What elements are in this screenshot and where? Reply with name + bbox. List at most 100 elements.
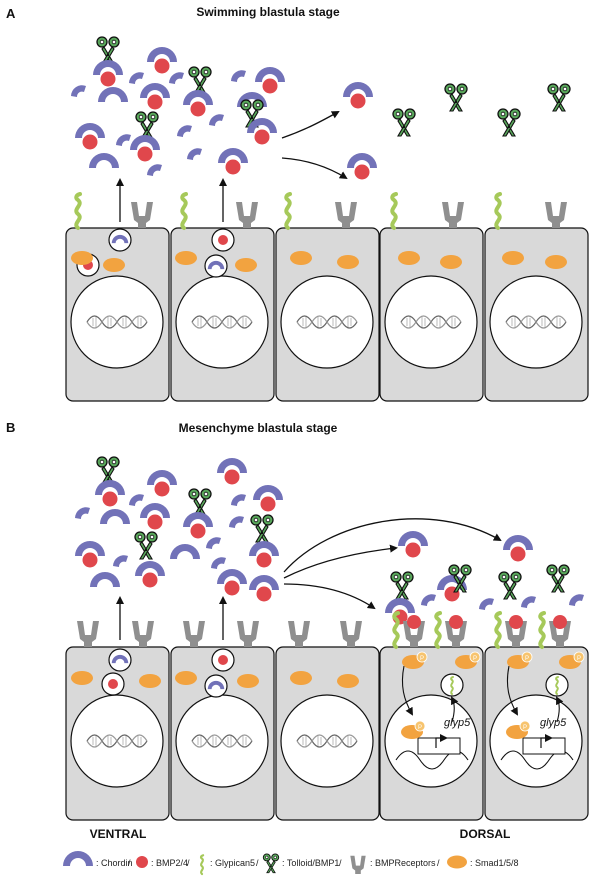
svg-text:/: /	[187, 858, 190, 868]
smad-icon	[71, 671, 93, 685]
svg-text:P: P	[577, 656, 581, 662]
chordin-fragment	[231, 494, 246, 506]
chordin-fragment	[169, 72, 184, 84]
chordin-bmp-complex	[75, 541, 105, 568]
panel-a: A Swimming blastula stage	[6, 5, 589, 402]
dorsal-nucleus-gene: P glyp5	[500, 717, 574, 770]
chordin-fragment	[129, 494, 144, 506]
smad-icon	[502, 251, 524, 265]
svg-text:P: P	[418, 725, 422, 731]
tolloid-icon	[188, 488, 212, 517]
smad-icon	[290, 671, 312, 685]
chordin-icon	[98, 87, 128, 102]
receptor-icon	[340, 621, 362, 647]
panel-a-title: Swimming blastula stage	[196, 5, 340, 19]
chordin-bmp-complex	[253, 485, 283, 512]
smad-icon	[103, 258, 125, 272]
vesicle	[108, 648, 132, 672]
legend: : Chordin / : BMP2/4 / : Glypican5 / : T…	[63, 851, 519, 876]
diffusion-arrow	[283, 518, 502, 573]
tolloid-icon	[96, 36, 120, 65]
tolloid-icon	[547, 83, 571, 112]
panel-a-cells	[65, 227, 589, 402]
receptor-icon	[350, 855, 366, 874]
smad-icon	[440, 255, 462, 269]
svg-text:/: /	[339, 858, 342, 868]
chordin-bmp-complex	[183, 512, 213, 539]
chordin-icon	[63, 851, 93, 866]
phospho-badge	[519, 720, 531, 732]
smad-icon	[237, 674, 259, 688]
signaling-arrow	[451, 696, 459, 723]
glypican-icon	[494, 611, 502, 649]
chordin-bmp-complex	[217, 569, 247, 596]
chordin-bmp-complex	[93, 60, 123, 87]
tolloid-icon	[188, 66, 212, 95]
smad-icon	[398, 251, 420, 265]
chordin-bmp-complex	[130, 135, 160, 162]
glypican-icon	[74, 192, 82, 230]
smad-icon	[337, 255, 359, 269]
phospho-badge	[469, 651, 481, 663]
diffusion-arrow	[281, 111, 340, 139]
chordin-bmp-complex	[217, 458, 247, 485]
panel-a-letter: A	[6, 6, 16, 21]
glypican-icon	[434, 611, 442, 649]
chordin-bmp-complex	[183, 90, 213, 117]
panel-a-ventral-cloud	[71, 36, 285, 176]
svg-text:/: /	[128, 858, 131, 868]
glypican-icon	[199, 854, 205, 876]
chordin-fragment	[71, 85, 86, 97]
receptor-icon	[335, 202, 357, 228]
receptor-icon	[442, 202, 464, 228]
chordin-bmp-complex	[255, 67, 285, 94]
smad-icon	[337, 674, 359, 688]
receptor-icon	[183, 621, 205, 647]
chordin-fragment	[421, 594, 436, 606]
receptor-icon	[237, 621, 259, 647]
bmp-icon	[553, 615, 567, 629]
tolloid-icon	[498, 571, 522, 600]
chordin-fragment	[75, 507, 90, 519]
chordin-bmp-complex	[503, 535, 533, 562]
receptor-icon	[236, 202, 258, 228]
tolloid-icon	[546, 564, 570, 593]
panel-b-title: Mesenchyme blastula stage	[179, 421, 338, 435]
chordin-fragment	[569, 594, 584, 606]
chordin-bmp-complex	[249, 575, 279, 602]
ventral-label: VENTRAL	[90, 827, 147, 841]
diffusion-arrow	[283, 583, 376, 610]
smad-icon	[447, 855, 467, 869]
smad-icon	[290, 251, 312, 265]
chordin-icon	[100, 509, 130, 524]
tolloid-icon	[135, 111, 159, 140]
glypican-icon	[390, 192, 398, 230]
bmp-icon	[136, 856, 148, 868]
smad-icon	[175, 671, 197, 685]
bmp-icon	[218, 655, 228, 665]
svg-text:/: /	[256, 858, 259, 868]
signaling-arrow	[506, 665, 518, 716]
receptor-icon	[545, 202, 567, 228]
svg-text:P: P	[420, 656, 424, 662]
tolloid-icon	[134, 531, 158, 560]
chordin-fragment	[229, 516, 244, 528]
chordin-fragment	[211, 557, 226, 569]
tolloid-icon	[392, 108, 416, 137]
chordin-bmp-complex	[398, 531, 428, 558]
svg-text:P: P	[525, 656, 529, 662]
glypican-icon	[284, 192, 292, 230]
panel-b-cells: P glyp5 P glyp5	[65, 646, 589, 821]
diffusion-arrow	[281, 157, 348, 180]
panel-b: B Mesenchyme blastula stage	[6, 420, 589, 841]
panel-b-letter: B	[6, 420, 15, 435]
legend-label-glypican: : Glypican5	[210, 858, 255, 868]
chordin-fragment	[479, 598, 494, 610]
smad-icon	[71, 251, 93, 265]
receptor-icon	[131, 202, 153, 228]
chordin-bmp-complex	[140, 503, 170, 530]
chordin-bmp-complex	[135, 561, 165, 588]
signaling-arrow	[401, 665, 413, 716]
receptor-icon	[132, 621, 154, 647]
